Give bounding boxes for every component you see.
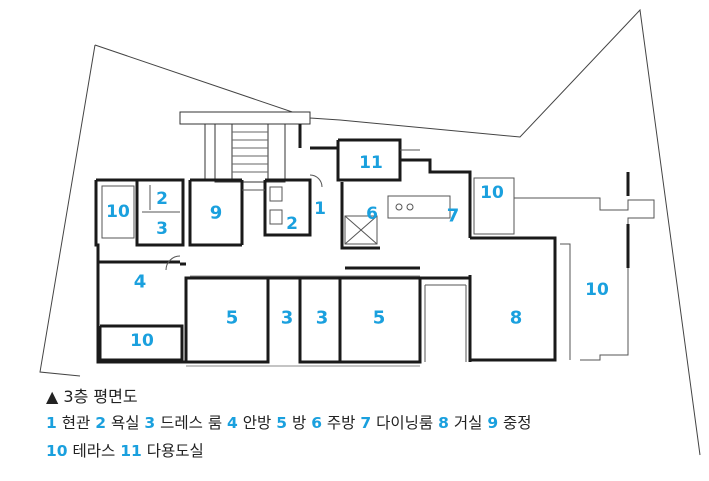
legend-room-name: 거실 xyxy=(453,414,483,432)
legend-room-name: 주방 xyxy=(326,414,356,432)
room-number-4: 4 xyxy=(134,272,147,293)
room-number-3: 3 xyxy=(281,308,294,329)
legend-number: 10 xyxy=(46,442,68,460)
room-number-11: 11 xyxy=(359,153,383,173)
legend-room-name: 드레스 룸 xyxy=(160,414,223,432)
room-number-9: 9 xyxy=(210,203,223,224)
walls xyxy=(94,138,557,364)
legend-room-name: 중정 xyxy=(503,414,532,432)
legend-room-name: 다이닝룸 xyxy=(376,414,434,432)
legend-room-name: 안방 xyxy=(242,414,272,432)
legend-number: 11 xyxy=(120,442,142,460)
room-number-2: 2 xyxy=(286,214,298,234)
legend-room-name: 테라스 xyxy=(72,442,116,460)
room-number-10: 10 xyxy=(130,331,154,351)
room-number-10: 10 xyxy=(106,202,130,222)
legend-number: 7 xyxy=(360,414,372,432)
room-number-6: 6 xyxy=(366,204,378,224)
room-number-5: 5 xyxy=(226,308,239,329)
site-boundary-left xyxy=(39,44,96,377)
legend-number: 1 xyxy=(46,414,57,432)
legend-line-1: 1 현관 2 욕실 3 드레스 룸 4 안방 5 방 6 주방 7 다이닝룸 8… xyxy=(46,412,532,434)
legend-number: 3 xyxy=(144,414,156,432)
legend-room-name: 다용도실 xyxy=(146,442,204,460)
interior-lines xyxy=(101,149,655,367)
room-number-5: 5 xyxy=(373,308,386,329)
legend-number: 2 xyxy=(95,414,106,432)
legend-room-name: 현관 xyxy=(61,414,91,432)
site-boundary xyxy=(94,8,701,456)
legend-number: 6 xyxy=(311,414,322,432)
legend-number: 8 xyxy=(438,414,449,432)
legend-number: 9 xyxy=(487,414,499,432)
legend-line-2: 10 테라스 11 다용도실 xyxy=(46,440,204,462)
room-number-3: 3 xyxy=(156,219,168,239)
room-number-2: 2 xyxy=(156,189,168,209)
stair-block xyxy=(179,111,311,183)
legend-title: ▲ 3층 평면도 xyxy=(46,387,138,406)
legend-number: 5 xyxy=(276,414,288,432)
legend-room-name: 방 xyxy=(291,414,307,432)
room-number-1: 1 xyxy=(314,199,326,219)
room-number-10: 10 xyxy=(585,280,609,300)
room-number-10: 10 xyxy=(480,183,504,203)
room-number-3: 3 xyxy=(316,308,329,329)
legend-room-name: 욕실 xyxy=(110,414,140,432)
room-number-8: 8 xyxy=(510,308,523,329)
room-number-7: 7 xyxy=(447,206,460,227)
legend-number: 4 xyxy=(227,414,238,432)
